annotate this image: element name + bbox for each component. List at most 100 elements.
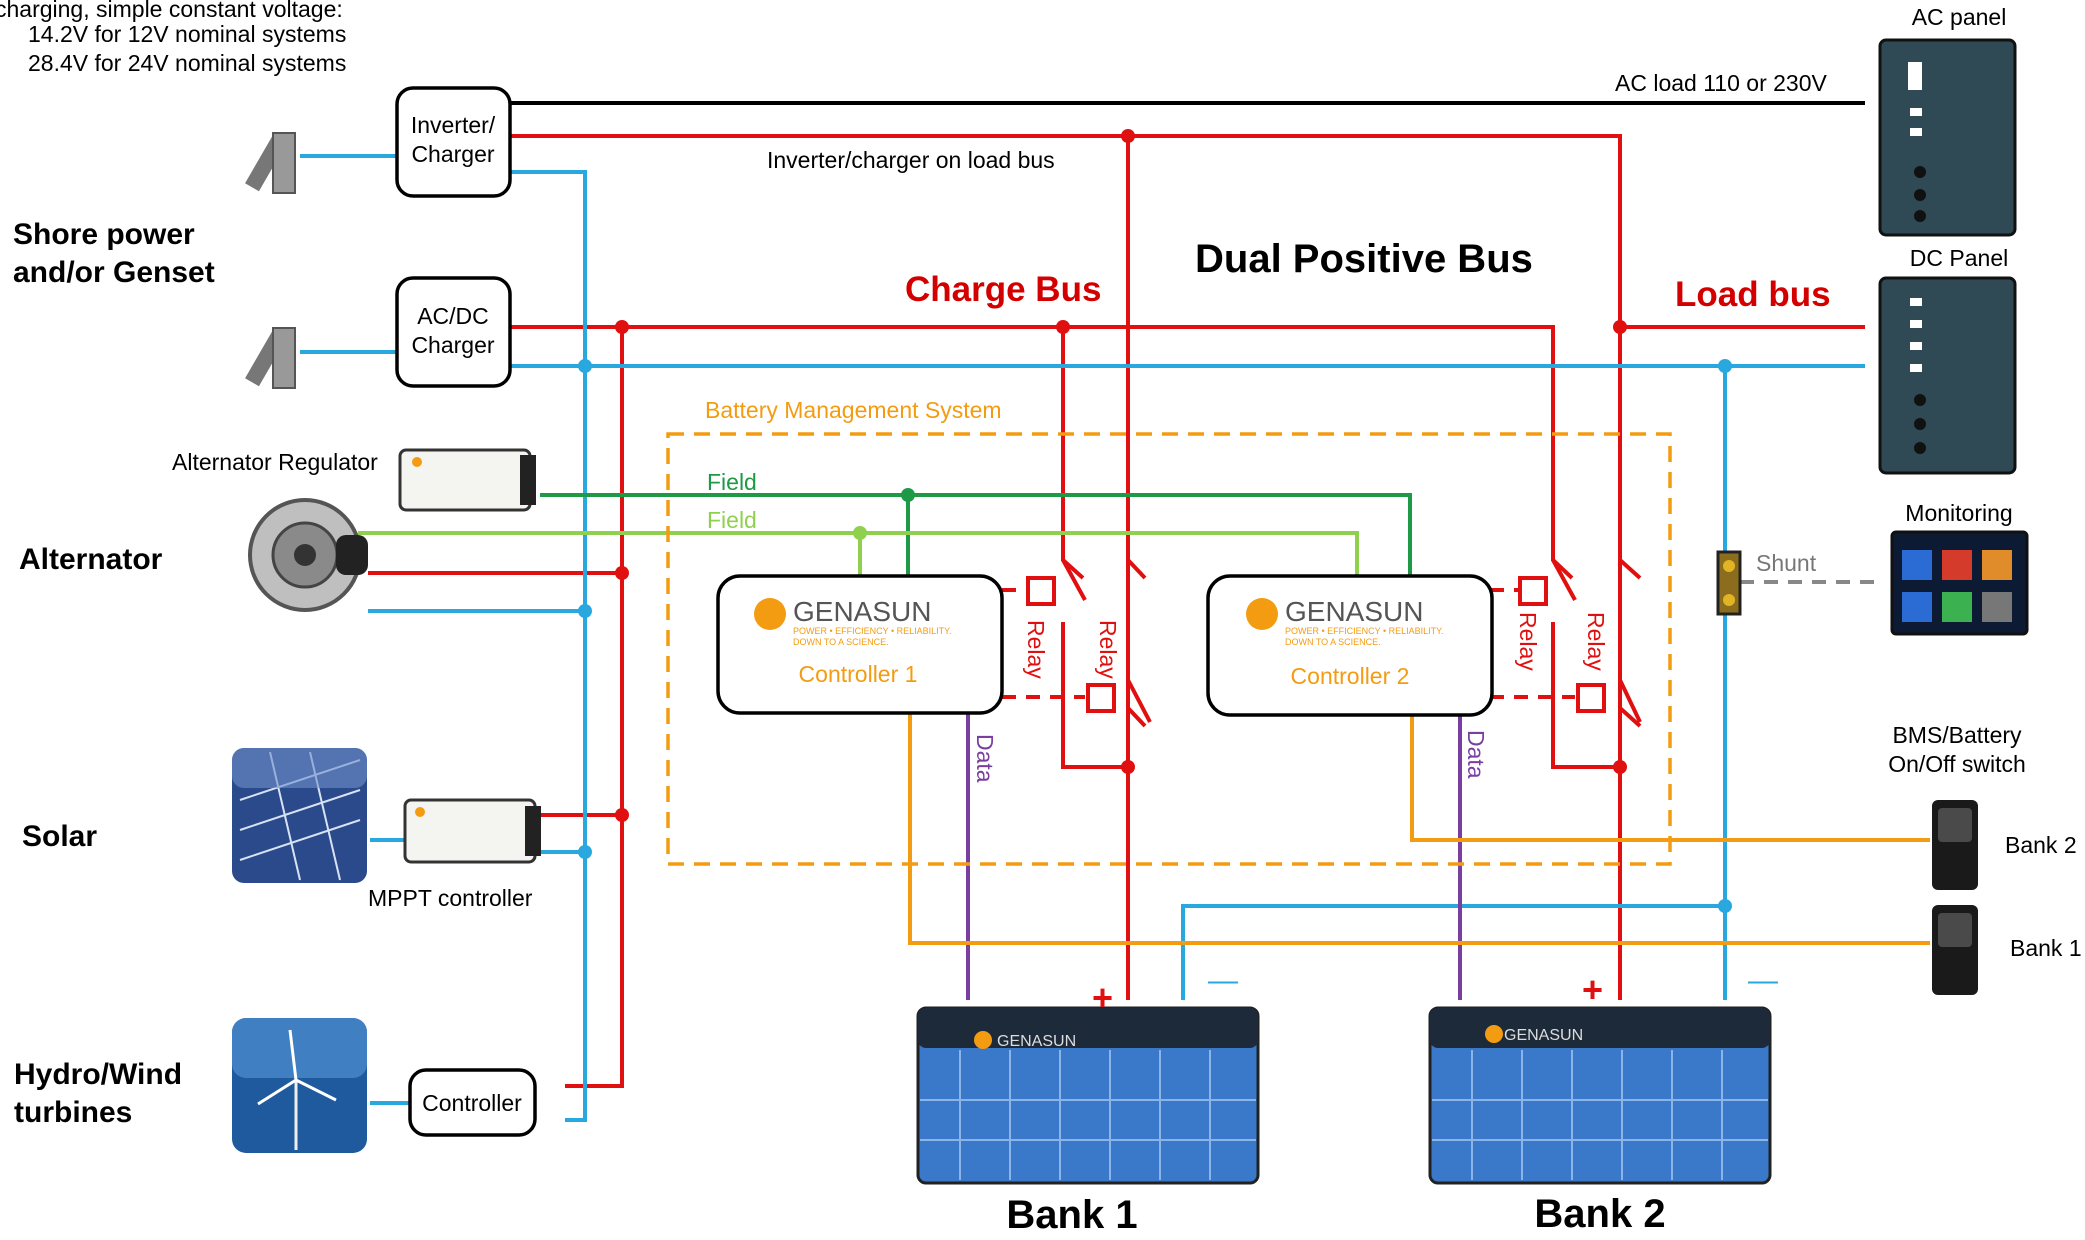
relay-coil: [1026, 576, 1056, 606]
junction-dot: [615, 808, 629, 822]
ac-panel-label: AC panel: [1912, 4, 2007, 30]
inverter-positive-wire: [510, 134, 1622, 1000]
junctions-green: [853, 488, 915, 540]
relay-contact: [1061, 559, 1642, 723]
dc-panel-icon: [1878, 276, 2017, 475]
junction-dot: [1121, 129, 1135, 143]
inverter-label-1: Inverter/: [411, 112, 496, 138]
bms-wire-bank1: [908, 713, 1930, 945]
alternator-icon: [248, 498, 368, 612]
monitoring-label: Monitoring: [1905, 500, 2012, 526]
data-label-2: Data: [1463, 730, 1489, 779]
relay-label-2a: Relay: [1515, 612, 1541, 671]
controller-1: GENASUN POWER • EFFICIENCY • RELIABILITY…: [716, 574, 1004, 715]
field-label-1: Field: [707, 469, 757, 495]
junction-dot: [1613, 760, 1627, 774]
left-positive-collector: [565, 327, 624, 1088]
solar-label: Solar: [22, 820, 97, 853]
relay-path-3: [1551, 622, 1620, 769]
junction-dot: [615, 566, 629, 580]
inverter-negative-wire: [510, 170, 587, 1122]
mppt-label: MPPT controller: [368, 885, 533, 911]
bank1-negative-wire: [1181, 904, 1725, 1000]
controller-1-brand: GENASUN: [793, 596, 931, 627]
inverter-charger-box: Inverter/ Charger: [395, 86, 512, 198]
junction-dot: [1613, 320, 1627, 334]
relay-path-2: [1126, 558, 1147, 728]
battery-bank-2: GENASUN: [1428, 1006, 1772, 1185]
bms-boundary: [666, 432, 1672, 866]
controller-1-label: Controller 1: [799, 661, 918, 687]
battery-2-plus: +: [1582, 969, 1603, 1010]
plug-icon: [245, 132, 296, 194]
ac-load-label: AC load 110 or 230V: [1615, 70, 1827, 96]
ac-panel-icon: [1878, 38, 2017, 237]
battery-1-plus: +: [1092, 977, 1113, 1018]
bank1-switch[interactable]: [1932, 905, 1978, 995]
junction-dot: [578, 359, 592, 373]
monitoring-icon: [1890, 530, 2029, 636]
relay-coil: [1576, 683, 1606, 713]
relay-control-2: [1490, 588, 1575, 699]
relay-coil: [1086, 683, 1116, 713]
hydro-wind-label-2: turbines: [14, 1096, 132, 1129]
acdc-label-1: AC/DC: [417, 303, 489, 329]
solar-panel-icon: [232, 748, 367, 883]
shore-power-label: Shore power: [13, 218, 195, 251]
load-bus-label: Load bus: [1675, 275, 1831, 314]
battery-2-brand: GENASUN: [1504, 1027, 1583, 1044]
header-note-3: 28.4V for 24V nominal systems: [28, 50, 346, 76]
dc-panel-label: DC Panel: [1910, 245, 2008, 271]
alternator-label: Alternator: [19, 543, 163, 576]
bank-1-label: Bank 1: [1006, 1193, 1137, 1237]
relay-control-1: [1002, 588, 1085, 699]
junctions-blue: [578, 359, 1732, 913]
junction-dot: [853, 526, 867, 540]
relays: [1026, 559, 1642, 723]
battery-bank-1: GENASUN: [916, 1006, 1260, 1185]
shunt-icon: [1716, 550, 1742, 616]
acdc-charger-box: AC/DC Charger: [395, 276, 512, 388]
inverter-on-load-label: Inverter/charger on load bus: [767, 147, 1055, 173]
shore-power-label-2: and/or Genset: [13, 256, 215, 289]
header-note-1: charging, simple constant voltage:: [0, 0, 343, 22]
relay-coil: [1518, 576, 1548, 606]
turbine-controller-label: Controller: [422, 1090, 522, 1116]
battery-1-brand: GENASUN: [997, 1033, 1076, 1050]
field-wire-light: [358, 531, 1359, 576]
alternator-regulator-label: Alternator Regulator: [172, 449, 378, 475]
field-label-2: Field: [707, 507, 757, 533]
header-note-2: 14.2V for 12V nominal systems: [28, 21, 346, 47]
bms-switch-label-2: On/Off switch: [1888, 751, 2026, 777]
junction-dot: [1121, 760, 1135, 774]
junction-dot: [901, 488, 915, 502]
acdc-label-2: Charger: [411, 332, 494, 358]
junction-dot: [1718, 899, 1732, 913]
alternator-regulator-icon: [398, 448, 536, 512]
sun-logo-icon: [754, 598, 786, 630]
wind-turbine-icon: [232, 1018, 367, 1153]
diagram-title: Dual Positive Bus: [1195, 237, 1533, 281]
junction-dot: [1718, 359, 1732, 373]
controller-2-label: Controller 2: [1291, 663, 1410, 689]
bank1-switch-label: Bank 1: [2010, 935, 2082, 961]
junction-dot: [578, 604, 592, 618]
junction-dot: [1056, 320, 1070, 334]
junction-dot: [578, 845, 592, 859]
bank2-switch-label: Bank 2: [2005, 832, 2077, 858]
wires: [300, 101, 1930, 1122]
bms-wire-bank2: [1410, 715, 1930, 842]
field-wire-dark: [540, 493, 1412, 576]
bank-2-label: Bank 2: [1534, 1192, 1665, 1236]
controller-2-tagline: POWER • EFFICIENCY • RELIABILITY.: [1285, 626, 1444, 636]
relay-label-2b: Relay: [1583, 612, 1609, 671]
bank2-switch[interactable]: [1932, 800, 1978, 890]
controller-1-tagline-2: DOWN TO A SCIENCE.: [793, 637, 889, 647]
charge-bus-label: Charge Bus: [905, 270, 1101, 309]
charge-bus-wire: [510, 325, 1574, 580]
plug-icon: [245, 327, 296, 389]
relay-label-1b: Relay: [1095, 620, 1121, 679]
inverter-label-2: Charger: [411, 141, 494, 167]
battery-2-minus: —: [1748, 964, 1778, 997]
